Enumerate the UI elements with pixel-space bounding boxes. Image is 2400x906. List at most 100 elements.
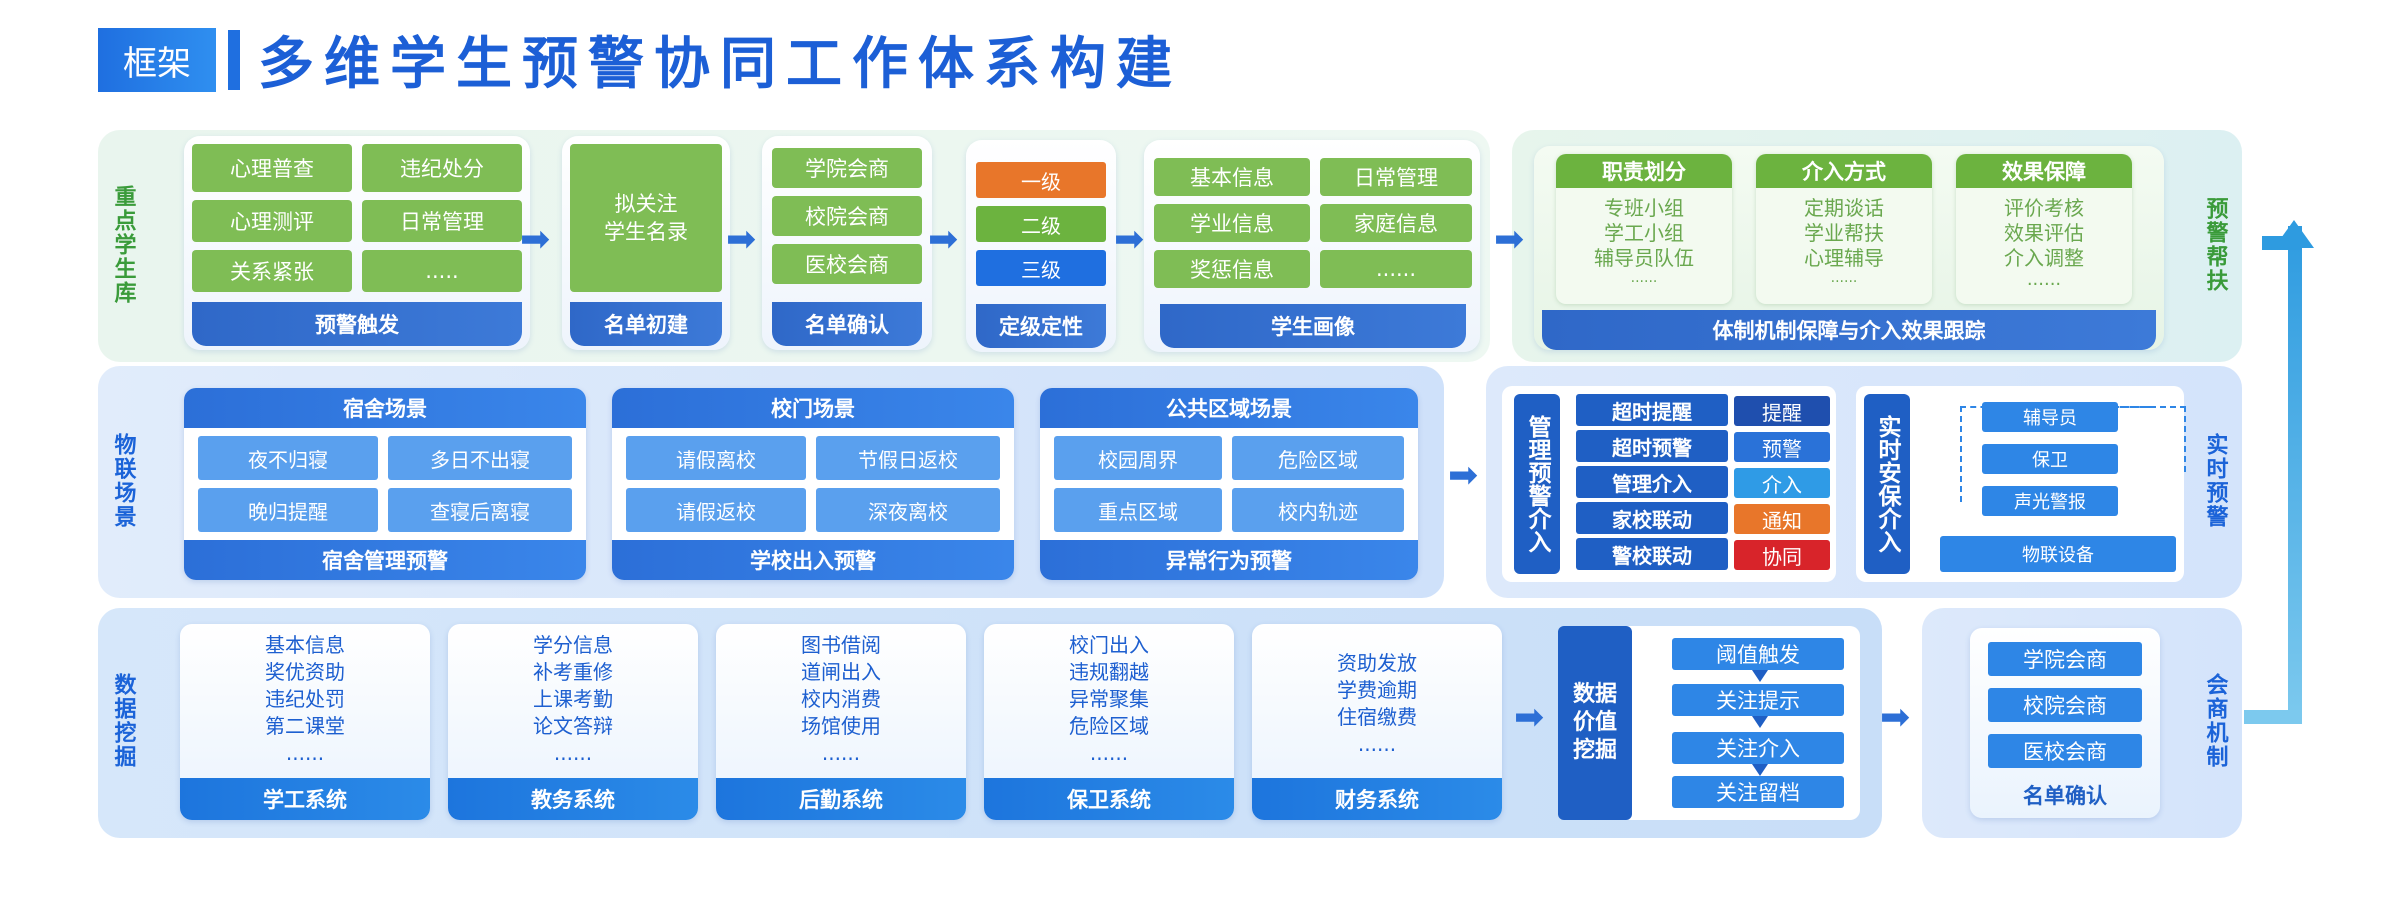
portrait-item: 日常管理 <box>1320 158 1472 196</box>
arrow-right-icon: ➡ <box>928 219 959 260</box>
management-card: 管理预警介入 超时提醒 超时预警 管理介入 家校联动 警校联动 提醒 预警 介入… <box>1502 386 1836 582</box>
system-item: 违规翻越 <box>1069 660 1149 684</box>
system-item: ...... <box>1089 741 1129 765</box>
system-footer: 财务系统 <box>1252 778 1502 820</box>
trigger-footer: 预警触发 <box>192 302 522 346</box>
management-tag: 通知 <box>1734 504 1830 534</box>
scene-footer: 宿舍管理预警 <box>184 540 586 580</box>
system-item: 危险区域 <box>1069 714 1149 738</box>
trigger-item: ..... <box>362 250 522 292</box>
trigger-card: 心理普查 违纪处分 心理测评 日常管理 关系紧张 ..... 预警触发 <box>184 136 530 350</box>
system-list: 学分信息 补考重修 上课考勤 论文答辩 ...... <box>448 632 698 767</box>
initial-list-line1: 拟关注 <box>614 192 678 216</box>
system-card: 资助发放 学费逾期 住宿缴费 ...... 财务系统 <box>1252 624 1502 820</box>
realtime-item: 辅导员 <box>1982 402 2118 432</box>
mining-item: 阈值触发 <box>1672 638 1844 670</box>
portrait-item: 奖惩信息 <box>1154 250 1310 288</box>
arrow-right-icon: ➡ <box>1114 219 1145 260</box>
system-item: 图书借阅 <box>801 633 881 657</box>
support-group: 效果保障 评价考核 效果评估 介入调整 ...... <box>1956 154 2132 304</box>
arrow-down-icon <box>1752 764 1768 776</box>
levels-footer: 定级定性 <box>976 304 1106 348</box>
support-footer: 体制机制保障与介入效果跟踪 <box>1542 310 2156 350</box>
confirm-item: 学院会商 <box>772 148 922 188</box>
system-list: 资助发放 学费逾期 住宿缴费 ...... <box>1252 650 1502 758</box>
confirm-item: 医校会商 <box>772 244 922 284</box>
system-card: 校门出入 违规翻越 异常聚集 危险区域 ...... 保卫系统 <box>984 624 1234 820</box>
system-item: 校内消费 <box>801 687 881 711</box>
system-footer: 学工系统 <box>180 778 430 820</box>
management-item: 超时提醒 <box>1576 394 1728 426</box>
scene-footer: 学校出入预警 <box>612 540 1014 580</box>
portrait-item: 学业信息 <box>1154 204 1310 242</box>
header-divider <box>228 30 240 90</box>
page-title: 多维学生预警协同工作体系构建 <box>258 31 1182 97</box>
return-arrow-line <box>2288 226 2302 722</box>
return-arrow-bottom <box>2244 710 2302 724</box>
system-card: 学分信息 补考重修 上课考勤 论文答辩 ...... 教务系统 <box>448 624 698 820</box>
portrait-footer: 学生画像 <box>1160 304 1466 348</box>
system-list: 图书借阅 道闸出入 校内消费 场馆使用 ...... <box>716 632 966 767</box>
system-footer: 保卫系统 <box>984 778 1234 820</box>
scene-footer: 异常行为预警 <box>1040 540 1418 580</box>
support-group-item: ...... <box>1830 270 1858 286</box>
support-group-title: 效果保障 <box>1956 154 2132 188</box>
system-footer: 教务系统 <box>448 778 698 820</box>
initial-list-card: 拟关注 学生名录 名单初建 <box>562 136 730 350</box>
management-item: 家校联动 <box>1576 502 1728 534</box>
system-item: 学分信息 <box>533 633 613 657</box>
scene-item: 查寝后离寝 <box>388 488 572 532</box>
mining-label: 数据价值挖掘 <box>1558 626 1632 820</box>
realtime-card: 实时安保介入 辅导员 保卫 声光警报 物联设备 <box>1856 386 2186 582</box>
system-footer: 后勤系统 <box>716 778 966 820</box>
system-item: 场馆使用 <box>801 714 881 738</box>
support-card: 职责划分 专班小组 学工小组 辅导员队伍 ...... 介入方式 定期谈话 学业… <box>1534 146 2164 350</box>
system-item: 资助发放 <box>1337 651 1417 675</box>
arrow-right-icon: ➡ <box>1494 219 1525 260</box>
consult-item: 学院会商 <box>1988 642 2142 676</box>
scene-title: 校门场景 <box>612 388 1014 428</box>
support-group-title: 介入方式 <box>1756 154 1932 188</box>
confirm-card: 学院会商 校院会商 医校会商 名单确认 <box>762 136 932 350</box>
level-item: 一级 <box>976 162 1106 198</box>
realtime-label: 实时安保介入 <box>1864 394 1910 574</box>
level-item: 三级 <box>976 250 1106 286</box>
management-item: 超时预警 <box>1576 430 1728 462</box>
scene-title: 宿舍场景 <box>184 388 586 428</box>
scene-item: 请假离校 <box>626 436 806 480</box>
row-label-warning-support: 预警帮扶 <box>2202 197 2228 293</box>
support-group-item: 心理辅导 <box>1804 246 1884 270</box>
system-card: 图书借阅 道闸出入 校内消费 场馆使用 ...... 后勤系统 <box>716 624 966 820</box>
level-item: 二级 <box>976 206 1106 242</box>
portrait-card: 基本信息 日常管理 学业信息 家庭信息 奖惩信息 ...... 学生画像 <box>1144 140 1480 352</box>
system-list: 校门出入 违规翻越 异常聚集 危险区域 ...... <box>984 632 1234 767</box>
mining-item: 关注留档 <box>1672 776 1844 808</box>
system-item: 奖优资助 <box>265 660 345 684</box>
row-label-key-students: 重点学生库 <box>110 185 136 305</box>
system-item: ...... <box>821 741 861 765</box>
system-item: 基本信息 <box>265 633 345 657</box>
header-tag: 框架 <box>98 28 216 92</box>
scene-item: 深夜离校 <box>816 488 1000 532</box>
scene-item: 危险区域 <box>1232 436 1404 480</box>
support-group-item: 学工小组 <box>1604 221 1684 245</box>
scene-item: 夜不归寝 <box>198 436 378 480</box>
portrait-item: 基本信息 <box>1154 158 1310 196</box>
support-group-title: 职责划分 <box>1556 154 1732 188</box>
arrow-down-icon <box>1752 670 1768 682</box>
realtime-item: 保卫 <box>1982 444 2118 474</box>
scene-item: 校园周界 <box>1054 436 1222 480</box>
support-group-item: 专班小组 <box>1604 196 1684 220</box>
trigger-item: 心理普查 <box>192 144 352 192</box>
support-group-list: 定期谈话 学业帮扶 心理辅导 ...... <box>1756 196 1932 285</box>
trigger-item: 日常管理 <box>362 200 522 242</box>
support-group: 职责划分 专班小组 学工小组 辅导员队伍 ...... <box>1556 154 1732 304</box>
system-item: ...... <box>285 741 325 765</box>
scene-item: 校内轨迹 <box>1232 488 1404 532</box>
mining-item: 关注提示 <box>1672 684 1844 716</box>
management-tag: 提醒 <box>1734 396 1830 426</box>
scene-card-dorm: 宿舍场景 夜不归寝 多日不出寝 晚归提醒 查寝后离寝 宿舍管理预警 <box>184 388 586 580</box>
support-group-item: ...... <box>2026 269 2062 290</box>
mining-card: 数据价值挖掘 阈值触发 关注提示 关注介入 关注留档 <box>1558 626 1860 820</box>
arrow-right-icon: ➡ <box>1514 697 1545 738</box>
